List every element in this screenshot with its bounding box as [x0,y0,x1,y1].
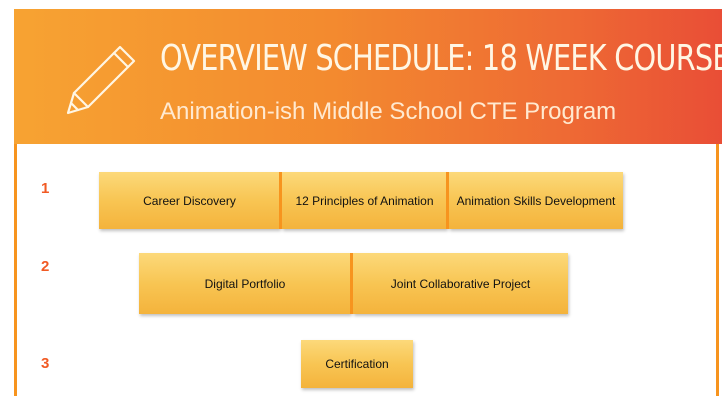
right-border-line [716,144,719,396]
box-animation-skills: Animation Skills Development [449,172,623,229]
left-border-line [14,144,17,396]
header-banner: OVERVIEW SCHEDULE: 18 WEEK COURSE Animat… [14,9,722,144]
box-digital-portfolio: Digital Portfolio [139,253,351,314]
row-number-1: 1 [41,180,50,197]
row-1-divider-2 [446,172,449,229]
row-number-2: 2 [41,258,50,275]
pencil-icon [66,45,136,115]
page-subtitle: Animation-ish Middle School CTE Program [160,98,617,125]
row-2-divider [350,253,353,314]
row-1-divider-1 [279,172,282,229]
page-title: OVERVIEW SCHEDULE: 18 WEEK COURSE [160,38,722,79]
row-number-3: 3 [41,355,50,372]
box-career-discovery: Career Discovery [99,172,280,229]
box-joint-project: Joint Collaborative Project [353,253,568,314]
box-12-principles: 12 Principles of Animation [282,172,447,229]
box-certification: Certification [301,340,413,388]
